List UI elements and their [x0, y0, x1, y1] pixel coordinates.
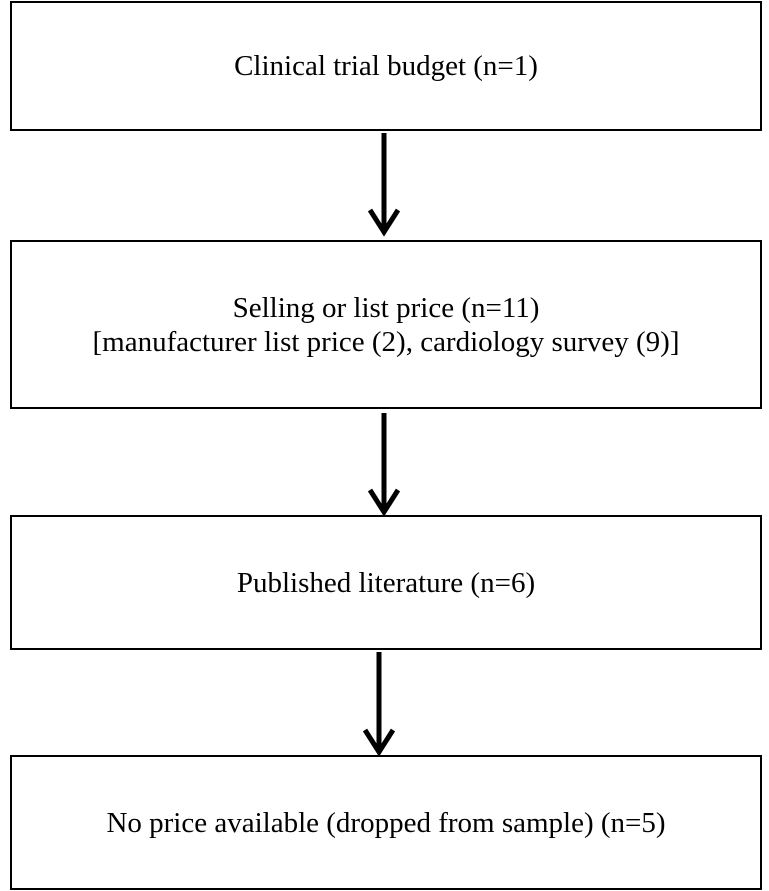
- box-sublabel: [manufacturer list price (2), cardiology…: [92, 325, 680, 358]
- arrow-1: [367, 133, 401, 237]
- flowchart-box-selling-or-list-price: Selling or list price (n=11) [manufactur…: [10, 240, 762, 409]
- flowchart-box-no-price-available: No price available (dropped from sample)…: [10, 755, 762, 890]
- box-label: Published literature (n=6): [236, 566, 536, 599]
- flowchart-box-clinical-trial-budget: Clinical trial budget (n=1): [10, 1, 762, 131]
- box-label: Clinical trial budget (n=1): [234, 50, 538, 82]
- arrow-2: [367, 413, 401, 517]
- box-label: Selling or list price (n=11): [232, 291, 540, 324]
- box-label: No price available (dropped from sample)…: [106, 806, 666, 839]
- flowchart-box-published-literature: Published literature (n=6): [10, 515, 762, 650]
- arrow-3: [362, 652, 396, 757]
